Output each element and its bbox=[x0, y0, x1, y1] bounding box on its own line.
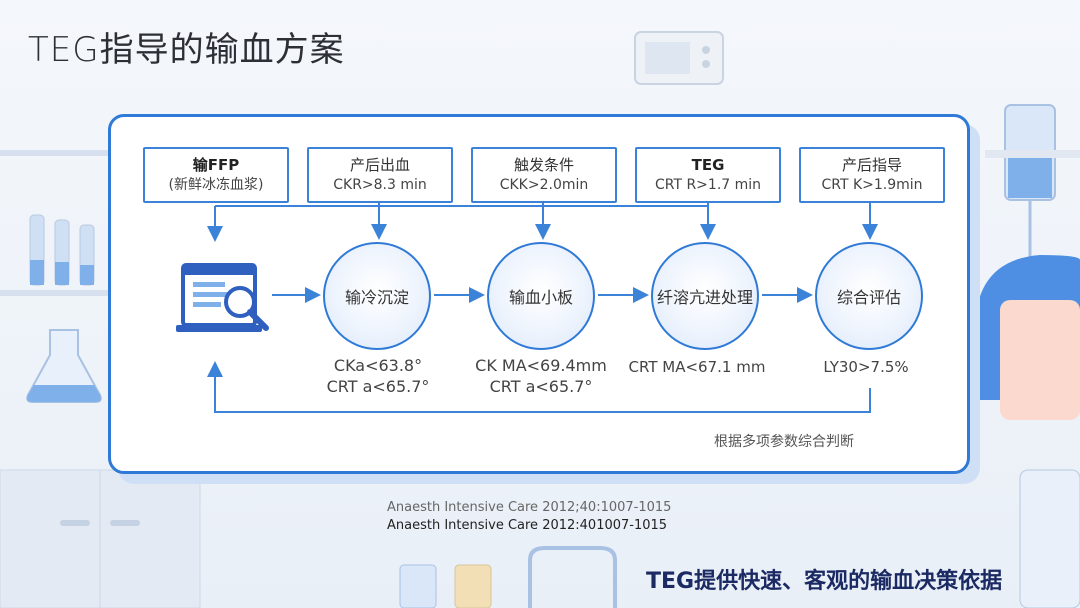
metric-platelets: CK MA<69.4mm CRT a<65.7° bbox=[466, 356, 616, 396]
reference-1: Anaesth Intensive Care 2012;40:1007-1015 bbox=[387, 500, 672, 515]
circle-fibrinolysis: 纤溶亢进处理 bbox=[651, 242, 759, 350]
circle-cryoprecipitate: 输冷沉淀 bbox=[323, 242, 431, 350]
metric-evaluation: LY30>7.5% bbox=[823, 358, 909, 376]
box-teg-title: TEG bbox=[691, 156, 725, 174]
box-guidance-detail: CRT K>1.9min bbox=[821, 177, 923, 193]
page-title: TEG指导的输血方案 bbox=[28, 30, 345, 70]
circle-platelets: 输血小板 bbox=[487, 242, 595, 350]
reference-2: Anaesth Intensive Care 2012:401007-1015 bbox=[387, 518, 668, 533]
box-trigger-detail: CKK>2.0min bbox=[499, 177, 589, 193]
metric-cryo-line2: CRT a<65.7° bbox=[326, 377, 430, 396]
conclusion-title: TEG提供快速、客观的输血决策依据 bbox=[646, 569, 1003, 594]
box-teg: TEG CRT R>1.7 min bbox=[635, 147, 781, 203]
box-postpartum-hemorrhage: 产后出血 CKR>8.3 min bbox=[307, 147, 453, 203]
box-pph-title: 产后出血 bbox=[349, 156, 410, 174]
box-trigger-condition: 触发条件 CKK>2.0min bbox=[471, 147, 617, 203]
box-ffp: 输FFP (新鲜冰冻血浆) bbox=[143, 147, 289, 203]
metric-cryo-line1: CKa<63.8° bbox=[333, 356, 423, 375]
metric-fibrinolysis: CRT MA<67.1 mm bbox=[628, 358, 766, 376]
metric-platelets-line2: CRT a<65.7° bbox=[489, 377, 593, 396]
metric-platelets-line1: CK MA<69.4mm bbox=[475, 356, 607, 375]
box-pph-detail: CKR>8.3 min bbox=[333, 177, 427, 193]
loop-note: 根据多项参数综合判断 bbox=[714, 434, 854, 450]
box-teg-detail: CRT R>1.7 min bbox=[654, 177, 762, 193]
circle-comprehensive-eval: 综合评估 bbox=[815, 242, 923, 350]
box-ffp-detail: (新鲜冰冻血浆) bbox=[168, 177, 264, 193]
box-ffp-title: 输FFP bbox=[192, 156, 240, 174]
box-guidance-title: 产后指导 bbox=[841, 156, 902, 174]
box-postpartum-guidance: 产后指导 CRT K>1.9min bbox=[799, 147, 945, 203]
metric-cryo: CKa<63.8° CRT a<65.7° bbox=[318, 356, 438, 396]
box-trigger-title: 触发条件 bbox=[513, 156, 574, 174]
